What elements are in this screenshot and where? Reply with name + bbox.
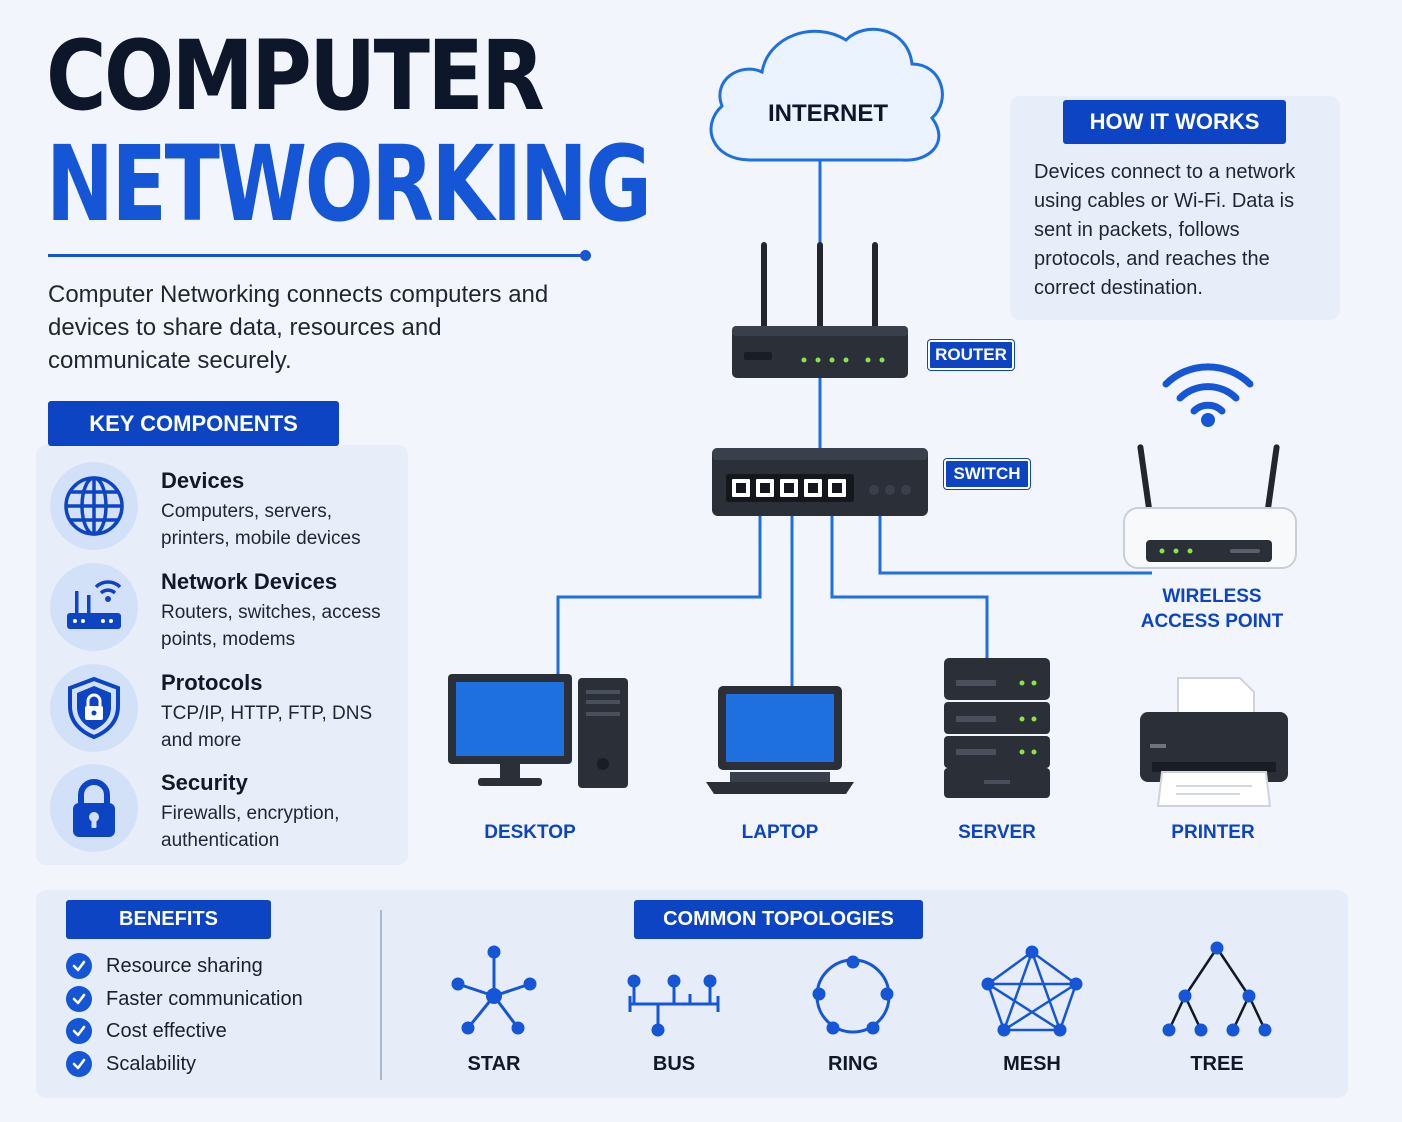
- component-desc: Firewalls, encryption, authentication: [161, 803, 340, 851]
- router-icon: [732, 242, 908, 378]
- benefits-heading: BENEFITS: [66, 900, 271, 939]
- component-desc: Routers, switches, access points, modems: [161, 602, 381, 650]
- check-icon: [66, 986, 92, 1012]
- title-underline: [48, 254, 582, 257]
- laptop-icon: [706, 686, 854, 794]
- ring-topology-label: RING: [828, 1053, 878, 1075]
- benefit-item: Faster communication: [66, 985, 303, 1013]
- title-underline-dot: [580, 250, 591, 261]
- component-security: Security Firewalls, encryption, authenti…: [50, 760, 410, 852]
- topologies-heading: COMMON TOPOLOGIES: [634, 900, 923, 939]
- desktop-icon: [448, 674, 628, 788]
- benefit-label: Resource sharing: [106, 954, 263, 977]
- tree-topology-label: TREE: [1190, 1053, 1244, 1075]
- how-it-works-heading: HOW IT WORKS: [1063, 100, 1286, 144]
- page-title-line2: NETWORKING: [46, 123, 652, 245]
- component-network-devices: Network Devices Routers, switches, acces…: [50, 559, 410, 651]
- star-topology-icon: [451, 945, 537, 1035]
- wireless-access-point-icon: [1123, 444, 1297, 569]
- internet-cloud-icon: [709, 27, 944, 162]
- panel-divider: [380, 910, 382, 1080]
- check-icon: [66, 1018, 92, 1044]
- globe-icon: [50, 462, 138, 550]
- benefit-label: Scalability: [106, 1052, 197, 1075]
- printer-label: PRINTER: [1171, 822, 1255, 843]
- ring-topology-icon: [812, 955, 894, 1035]
- benefit-item: Cost effective: [66, 1017, 227, 1045]
- component-desc: Computers, servers, printers, mobile dev…: [161, 501, 361, 549]
- benefit-item: Scalability: [66, 1050, 196, 1078]
- laptop-label: LAPTOP: [741, 822, 819, 843]
- printer-icon: [1140, 677, 1288, 807]
- wap-label-line1: WIRELESS: [1162, 586, 1262, 607]
- switch-icon: [712, 448, 928, 516]
- mesh-topology-label: MESH: [1003, 1053, 1061, 1075]
- connection-lines: [556, 160, 1152, 688]
- router-wifi-icon: [50, 563, 138, 651]
- internet-label: INTERNET: [768, 100, 888, 127]
- wifi-icon: [1162, 363, 1254, 415]
- padlock-icon: [50, 764, 138, 852]
- component-title: Security: [161, 770, 248, 795]
- bus-topology-icon: [627, 974, 720, 1037]
- bus-topology-label: BUS: [652, 1053, 696, 1075]
- how-it-works-text: Devices connect to a network using cable…: [1034, 161, 1296, 299]
- component-title: Protocols: [161, 670, 263, 695]
- desktop-label: DESKTOP: [484, 822, 576, 843]
- component-desc: TCP/IP, HTTP, FTP, DNS and more: [161, 703, 373, 751]
- intro-text: Computer Networking connects computers a…: [48, 281, 549, 374]
- benefit-item: Resource sharing: [66, 952, 263, 980]
- mesh-topology-icon: [981, 945, 1083, 1037]
- check-icon: [66, 1051, 92, 1077]
- component-title: Network Devices: [161, 569, 338, 594]
- wap-label-line2: ACCESS POINT: [1140, 611, 1284, 632]
- switch-label: SWITCH: [944, 459, 1030, 489]
- component-title: Devices: [161, 468, 245, 493]
- component-devices: Devices Computers, servers, printers, mo…: [50, 458, 410, 550]
- shield-lock-icon: [50, 664, 138, 752]
- check-icon: [66, 953, 92, 979]
- router-label: ROUTER: [928, 340, 1014, 370]
- star-topology-label: STAR: [467, 1053, 521, 1075]
- component-protocols: Protocols TCP/IP, HTTP, FTP, DNS and mor…: [50, 660, 410, 752]
- benefit-label: Cost effective: [106, 1019, 227, 1042]
- benefit-label: Faster communication: [106, 987, 303, 1010]
- wireless-access-point-label: WIRELESS ACCESS POINT: [1122, 584, 1302, 634]
- server-icon: [944, 658, 1050, 798]
- tree-topology-icon: [1162, 941, 1272, 1037]
- server-label: SERVER: [958, 822, 1036, 843]
- page-title-line1: COMPUTER: [46, 20, 545, 132]
- key-components-heading: KEY COMPONENTS: [48, 401, 339, 446]
